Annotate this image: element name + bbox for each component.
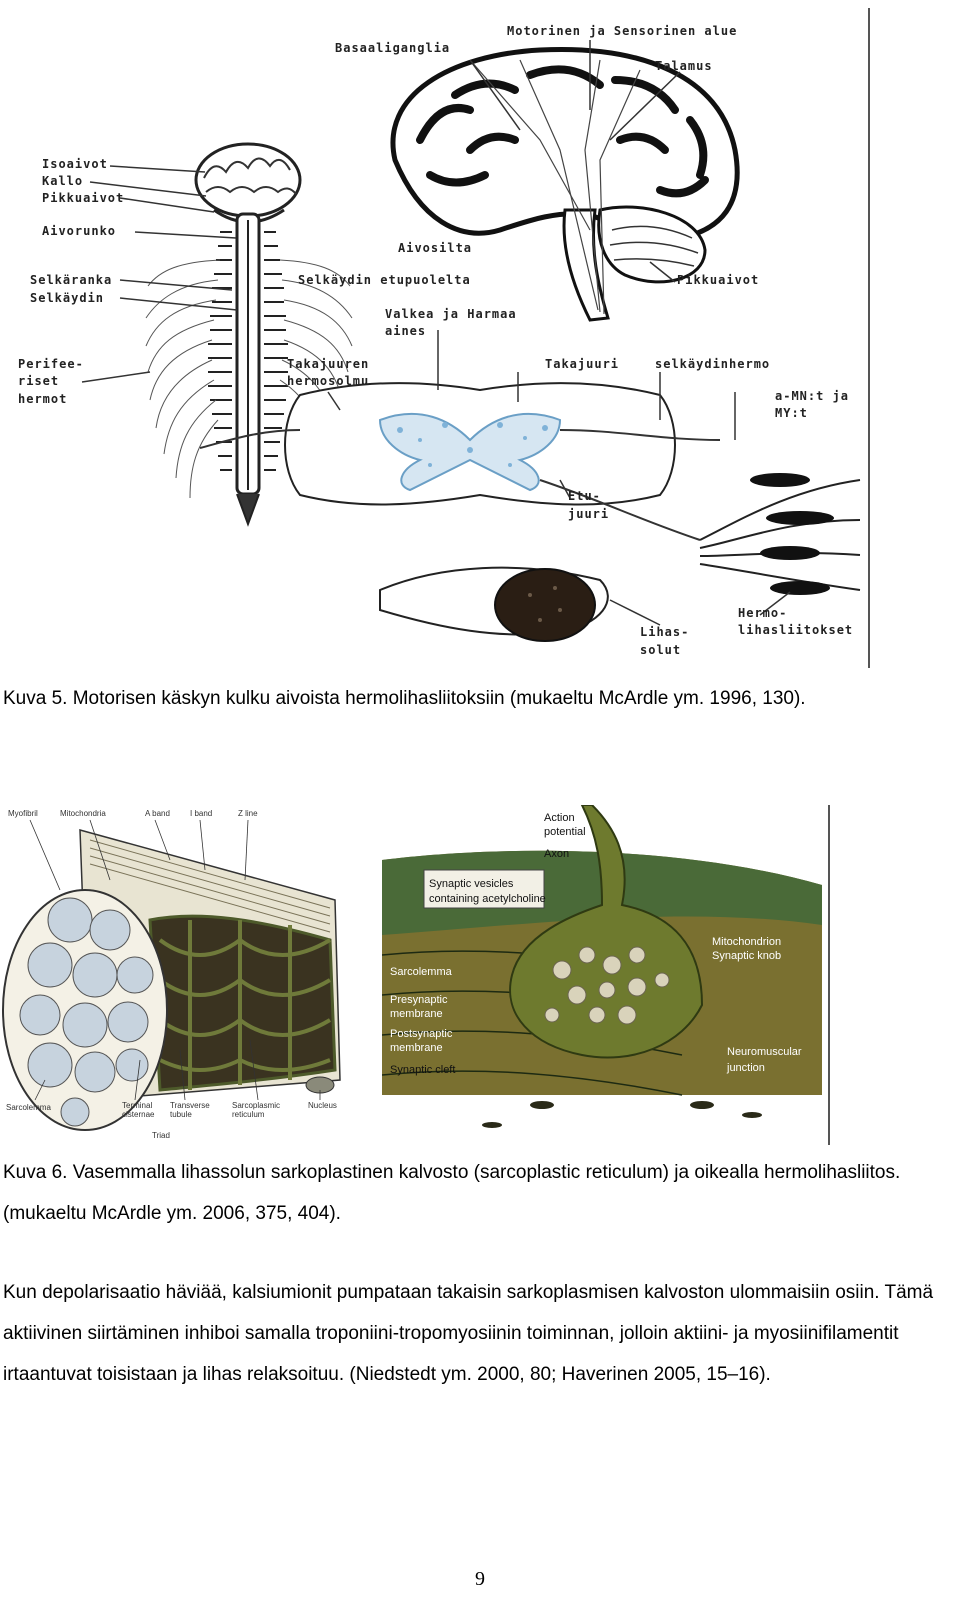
label-z-line: Z line bbox=[238, 809, 258, 818]
label-takajuuri: Takajuuri bbox=[545, 357, 619, 371]
label-a-band: A band bbox=[145, 809, 170, 818]
muscle-fiber-illustration: Myofibril Mitochondria A band I band Z l… bbox=[0, 800, 370, 1145]
label-lihassolut-2: solut bbox=[640, 643, 681, 657]
page-number: 9 bbox=[475, 1568, 485, 1590]
label-etujuuri-1: Etu- bbox=[568, 489, 601, 503]
label-sarcoplasmic-1: Sarcoplasmic bbox=[232, 1101, 280, 1110]
label-valkea-2: aines bbox=[385, 324, 426, 338]
figure-5-illustration: Isoaivot Kallo Pikkuaivot Aivorunko Selk… bbox=[18, 8, 870, 668]
label-mitochondria: Mitochondria bbox=[60, 809, 106, 818]
label-i-band: I band bbox=[190, 809, 212, 818]
label-valkea-1: Valkea ja Harmaa bbox=[385, 307, 517, 321]
label-hermolihas-2: lihasliitokset bbox=[738, 623, 853, 637]
label-synaptic-knob: Synaptic knob bbox=[712, 950, 781, 962]
label-amn-1: a-MN:t ja bbox=[775, 389, 849, 403]
label-vesicles-1: Synaptic vesicles bbox=[429, 878, 514, 890]
label-sarcolemma-right: Sarcolemma bbox=[390, 966, 453, 978]
body-paragraph: Kun depolarisaatio häviää, kalsiumionit … bbox=[3, 1282, 934, 1385]
label-myofibril: Myofibril bbox=[8, 809, 38, 818]
brain-drawing bbox=[390, 40, 740, 322]
label-transverse-2: tubule bbox=[170, 1110, 192, 1119]
label-lihassolut-1: Lihas- bbox=[640, 625, 689, 639]
label-motorinen: Motorinen ja Sensorinen alue bbox=[507, 24, 737, 38]
figure-6-caption: Kuva 6. Vasemmalla lihassolun sarkoplast… bbox=[3, 1162, 901, 1224]
label-postsynaptic-1: Postsynaptic bbox=[390, 1028, 453, 1040]
label-transverse-1: Transverse bbox=[170, 1101, 210, 1110]
label-perifeeriset-1: Perifee- bbox=[18, 357, 84, 371]
label-synaptic-cleft: Synaptic cleft bbox=[390, 1064, 455, 1076]
figure-6-right: Synaptic vesicles containing acetylcholi… bbox=[382, 805, 834, 1145]
label-perifeeriset-3: hermot bbox=[18, 392, 67, 406]
label-selkaydinhermo: selkäydinhermo bbox=[655, 357, 770, 371]
label-nucleus: Nucleus bbox=[308, 1101, 337, 1110]
figure-5: Isoaivot Kallo Pikkuaivot Aivorunko Selk… bbox=[0, 0, 960, 675]
spinal-cross-section-drawing bbox=[199, 330, 861, 642]
label-terminal-2: cisternae bbox=[122, 1110, 155, 1119]
label-amn-2: MY:t bbox=[775, 406, 808, 420]
label-hermolihas-1: Hermo- bbox=[738, 606, 787, 620]
label-axon: Axon bbox=[544, 848, 569, 860]
label-aivorunko: Aivorunko bbox=[42, 224, 116, 238]
label-sarcoplasmic-2: reticulum bbox=[232, 1110, 265, 1119]
label-sarcolemma-left: Sarcolemma bbox=[6, 1103, 51, 1112]
label-presynaptic-1: Presynaptic bbox=[390, 994, 448, 1006]
label-pikkuaivot-right: Pikkuaivot bbox=[677, 273, 759, 287]
label-postsynaptic-2: membrane bbox=[390, 1042, 443, 1054]
figure-5-labels: Isoaivot Kallo Pikkuaivot Aivorunko Selk… bbox=[18, 24, 853, 657]
label-isoaivot: Isoaivot bbox=[42, 157, 108, 171]
label-talamus: Talamus bbox=[655, 59, 713, 73]
neuromuscular-junction-illustration: Synaptic vesicles containing acetylcholi… bbox=[382, 805, 834, 1145]
label-kallo: Kallo bbox=[42, 174, 83, 188]
label-terminal-1: Terminal bbox=[122, 1101, 152, 1110]
label-neuromuscular-2: junction bbox=[726, 1062, 765, 1074]
label-pikkuaivot-left: Pikkuaivot bbox=[42, 191, 124, 205]
label-triad: Triad bbox=[152, 1131, 170, 1140]
label-selkaydin: Selkäydin bbox=[30, 291, 104, 305]
label-presynaptic-2: membrane bbox=[390, 1008, 443, 1020]
label-action-1: Action bbox=[544, 812, 575, 824]
label-neuromuscular-1: Neuromuscular bbox=[727, 1046, 802, 1058]
label-selkaranka: Selkäranka bbox=[30, 273, 112, 287]
label-takajuuren-1: Takajuuren bbox=[287, 357, 369, 371]
label-action-2: potential bbox=[544, 826, 586, 838]
label-takajuuren-2: hermosolmu bbox=[287, 374, 369, 388]
label-basaaliganglia: Basaaliganglia bbox=[335, 41, 450, 55]
label-aivosilta: Aivosilta bbox=[398, 241, 472, 255]
label-etujuuri-2: juuri bbox=[568, 507, 609, 521]
label-mitochondrion: Mitochondrion bbox=[712, 936, 781, 948]
label-perifeeriset-2: riset bbox=[18, 374, 59, 388]
figure-5-caption: Kuva 5. Motorisen käskyn kulku aivoista … bbox=[3, 688, 806, 709]
figure-6-left: Myofibril Mitochondria A band I band Z l… bbox=[0, 800, 370, 1145]
label-selkaydin-etupuolelta: Selkäydin etupuolelta bbox=[298, 273, 471, 287]
label-vesicles-2: containing acetylcholine bbox=[429, 893, 546, 905]
